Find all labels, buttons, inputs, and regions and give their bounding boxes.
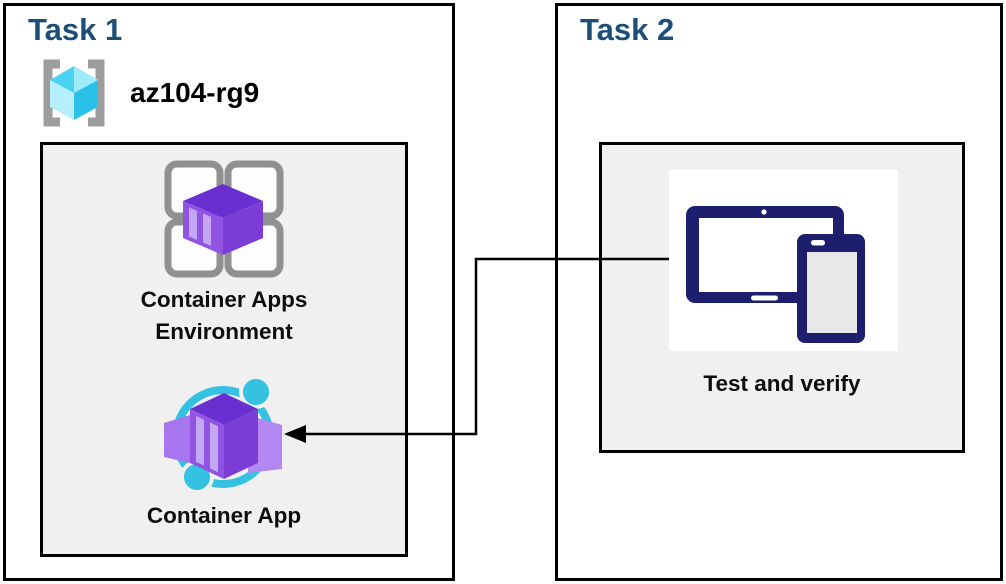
container-app-label: Container App [146, 503, 302, 528]
task2-inner-box: Test and verify [599, 142, 965, 453]
task2-title: Task 2 [580, 12, 675, 47]
task1-box: Task 1 az104-rg9 [3, 3, 455, 581]
container-box-glyph [183, 184, 263, 255]
task1-inner-box: Container Apps Environment [40, 142, 408, 557]
resource-group: az104-rg9 [32, 56, 259, 130]
tablet-and-phone-icon [686, 206, 865, 343]
bracket-left [43, 59, 60, 127]
task2-box: Task 2 Tes [555, 3, 1003, 581]
tablet-home-button [751, 295, 778, 301]
dot-top-right [239, 377, 273, 409]
container-app: Container App [43, 377, 405, 532]
container-apps-environment: Container Apps Environment [43, 157, 405, 348]
left-container [164, 415, 190, 463]
resource-group-icon [43, 59, 105, 127]
task1-title: Task 1 [28, 12, 123, 47]
device-panel [669, 170, 898, 351]
test-and-verify: Test and verify [602, 365, 962, 400]
container-app-icon [164, 377, 282, 494]
phone-speaker [811, 240, 825, 246]
container-apps-environment-label: Container Apps Environment [140, 287, 308, 344]
resource-group-name: az104-rg9 [130, 77, 260, 108]
tablet-camera [761, 209, 767, 215]
bracket-right [88, 59, 105, 127]
cube-glyph [50, 66, 98, 120]
phone-icon [797, 234, 865, 343]
test-and-verify-label: Test and verify [703, 371, 861, 396]
center-container [190, 393, 258, 479]
container-apps-environment-icon [164, 160, 284, 278]
